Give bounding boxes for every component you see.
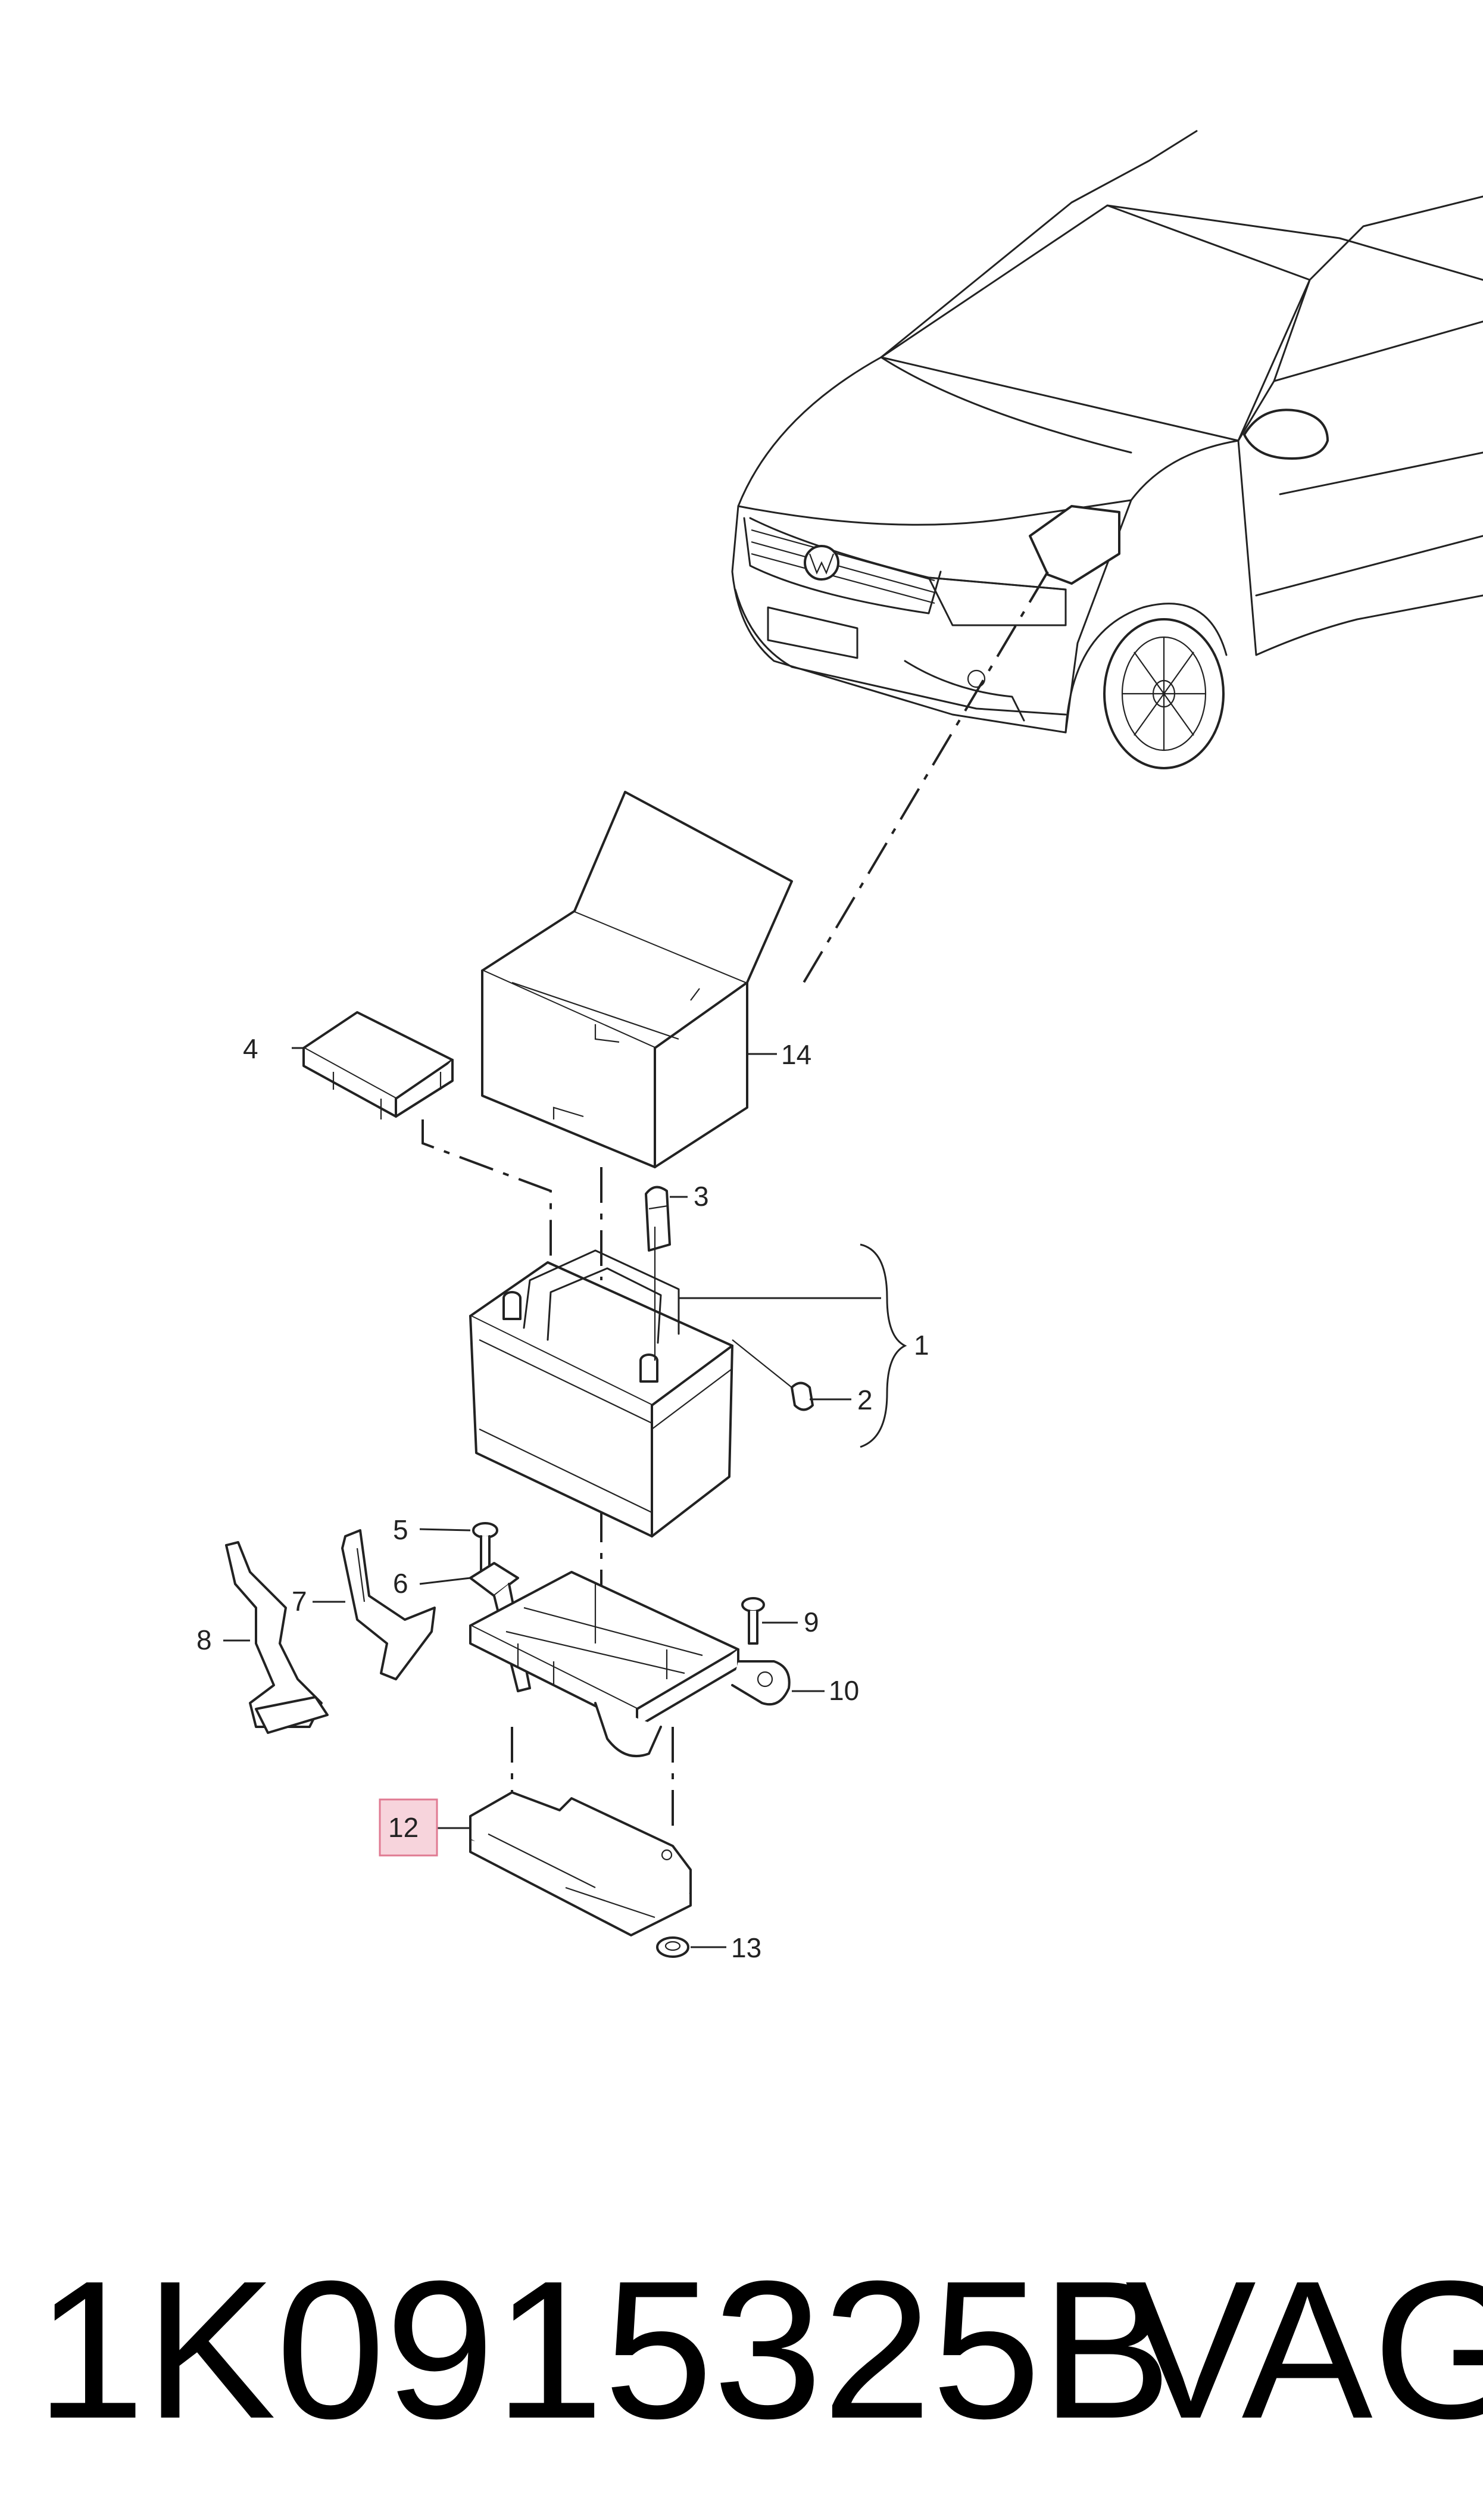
callout-7: 7 xyxy=(292,1586,307,1617)
part-12-highlight xyxy=(379,1798,438,1857)
callout-6: 6 xyxy=(393,1568,408,1599)
part-5-bolt xyxy=(472,1522,498,1573)
part-10-battery-tray xyxy=(469,1571,791,1758)
callout-5: 5 xyxy=(393,1514,408,1545)
part-9-bolt xyxy=(741,1597,765,1645)
callout-leaders xyxy=(223,1047,907,1948)
part-12-tray-base xyxy=(469,1791,692,1936)
part-1-battery xyxy=(469,1227,733,1537)
part-13-nut xyxy=(656,1936,689,1958)
battery-location-marker xyxy=(1029,505,1120,585)
part-number: 1K0915325B xyxy=(36,2240,1172,2459)
part-2-vent-plug xyxy=(732,1339,814,1411)
callout-9: 9 xyxy=(804,1607,819,1638)
callout-14: 14 xyxy=(781,1039,811,1070)
location-leader-line xyxy=(803,570,1049,984)
callout-10: 10 xyxy=(829,1675,859,1706)
wheel-icon xyxy=(1103,618,1225,769)
callout-1: 1 xyxy=(914,1330,929,1361)
vehicle-illustration xyxy=(731,130,1483,769)
callout-4: 4 xyxy=(243,1033,258,1064)
brand-name: VAG xyxy=(1125,2240,1483,2459)
callout-2: 2 xyxy=(857,1384,873,1415)
part-14-battery-box xyxy=(481,791,793,1168)
callout-8: 8 xyxy=(196,1624,212,1655)
part-8-bracket xyxy=(225,1541,329,1734)
part-7-bracket xyxy=(341,1529,436,1680)
part-3-terminal-cap xyxy=(645,1186,671,1252)
part-4-terminal-cover xyxy=(302,1011,454,1119)
callout-13: 13 xyxy=(731,1932,761,1963)
callout-3: 3 xyxy=(694,1181,709,1212)
callout-12: 12 xyxy=(388,1812,419,1843)
